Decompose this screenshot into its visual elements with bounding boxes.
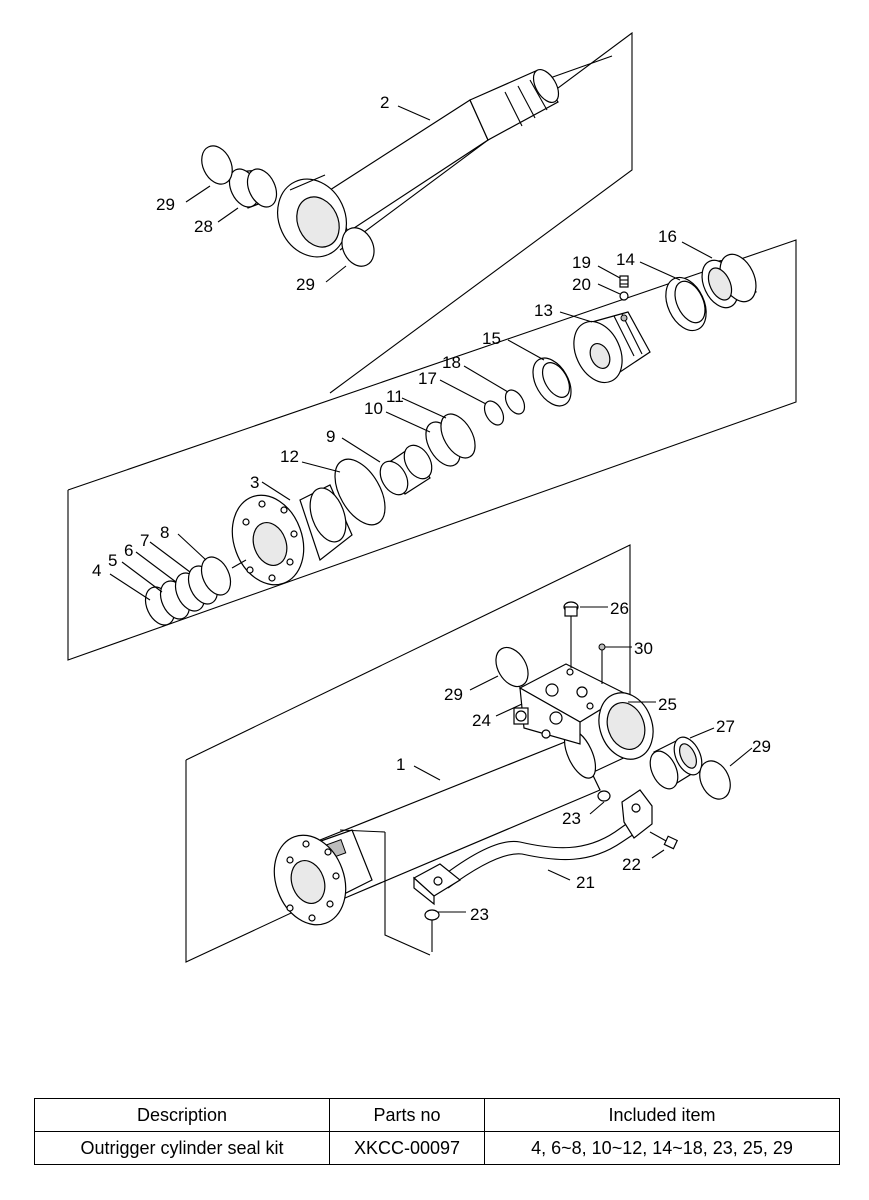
part-22-bolt (649, 831, 679, 850)
header-included-item: Included item (484, 1098, 840, 1132)
callout-20: 20 (572, 275, 591, 294)
callout-11: 11 (386, 387, 404, 406)
part-13-piston (573, 311, 651, 384)
part-29-ring-c (495, 646, 529, 688)
part-14-wear-ring (665, 276, 707, 332)
callout-21: 21 (576, 873, 595, 892)
callout-7: 7 (140, 531, 149, 550)
parts-4-8-seal-rings (144, 556, 232, 626)
callout-29d: 29 (752, 737, 771, 756)
callout-16: 16 (658, 227, 677, 246)
cell-parts-no: XKCC-00097 (329, 1131, 485, 1165)
callout-29a: 29 (156, 195, 175, 214)
cell-description: Outrigger cylinder seal kit (34, 1131, 330, 1165)
callout-28: 28 (194, 217, 213, 236)
part-1-cylinder-tube (273, 729, 601, 956)
part-25-tube-end (598, 692, 654, 760)
part-26-bolt (563, 601, 579, 668)
callout-18: 18 (442, 353, 461, 372)
callout-1: 1 (396, 755, 405, 774)
callout-19: 19 (572, 253, 591, 272)
table-header-row: Description Parts no Included item (34, 1098, 840, 1132)
callout-30: 30 (634, 639, 653, 658)
part-24-valve-block (513, 663, 628, 745)
part-28-bushing (228, 168, 278, 209)
header-description: Description (34, 1098, 330, 1132)
callout-29c: 29 (444, 685, 463, 704)
part-12-o-ring (334, 458, 386, 526)
callout-9: 9 (326, 427, 335, 446)
callout-23b: 23 (470, 905, 489, 924)
part-18-ring (504, 389, 526, 415)
callout-24: 24 (472, 711, 491, 730)
callout-25: 25 (658, 695, 677, 714)
callout-labels: 1 2 3 4 5 6 7 8 9 10 11 12 13 14 15 16 1… (92, 93, 771, 924)
part-20-steel-ball (619, 291, 629, 301)
callout-17: 17 (418, 369, 437, 388)
part-3-cylinder-head (231, 484, 353, 586)
callout-6: 6 (124, 541, 133, 560)
callout-23a: 23 (562, 809, 581, 828)
part-15-piston-seal (532, 357, 572, 407)
part-9-sleeve (379, 444, 433, 496)
leader-lines (109, 105, 753, 913)
part-29-ring-b (341, 227, 375, 267)
callout-5: 5 (108, 551, 117, 570)
part-19-set-screw (619, 275, 629, 288)
callout-22: 22 (622, 855, 641, 874)
table-row: Outrigger cylinder seal kit XKCC-00097 4… (34, 1131, 840, 1165)
callout-4: 4 (92, 561, 101, 580)
callout-15: 15 (482, 329, 501, 348)
callout-13: 13 (534, 301, 553, 320)
callout-10: 10 (364, 399, 383, 418)
part-16-bushing (701, 253, 757, 309)
exploded-parts-diagram: 1 2 3 4 5 6 7 8 9 10 11 12 13 14 15 16 1… (67, 31, 797, 963)
part-27-bushing (649, 736, 703, 790)
part-30-pin (598, 643, 606, 684)
callout-27: 27 (716, 717, 735, 736)
part-29-ring-d (699, 760, 731, 800)
callout-2: 2 (380, 93, 389, 112)
cell-included-item: 4, 6~8, 10~12, 14~18, 23, 25, 29 (484, 1131, 840, 1165)
callout-12: 12 (280, 447, 299, 466)
callout-3: 3 (250, 473, 259, 492)
part-11-ring (440, 413, 476, 459)
callout-29b: 29 (296, 275, 315, 294)
part-21-pipe (412, 789, 653, 906)
header-parts-no: Parts no (329, 1098, 485, 1132)
part-23-o-ring-b (424, 909, 440, 921)
callout-14: 14 (616, 250, 635, 269)
part-23-o-ring-a (597, 790, 611, 802)
seal-kit-table: Description Parts no Included item Outri… (34, 1098, 840, 1165)
callout-26: 26 (610, 599, 629, 618)
part-2-piston-rod (277, 55, 613, 258)
callout-8: 8 (160, 523, 169, 542)
part-29-ring-a (201, 145, 233, 185)
part-17-ring (483, 400, 505, 426)
